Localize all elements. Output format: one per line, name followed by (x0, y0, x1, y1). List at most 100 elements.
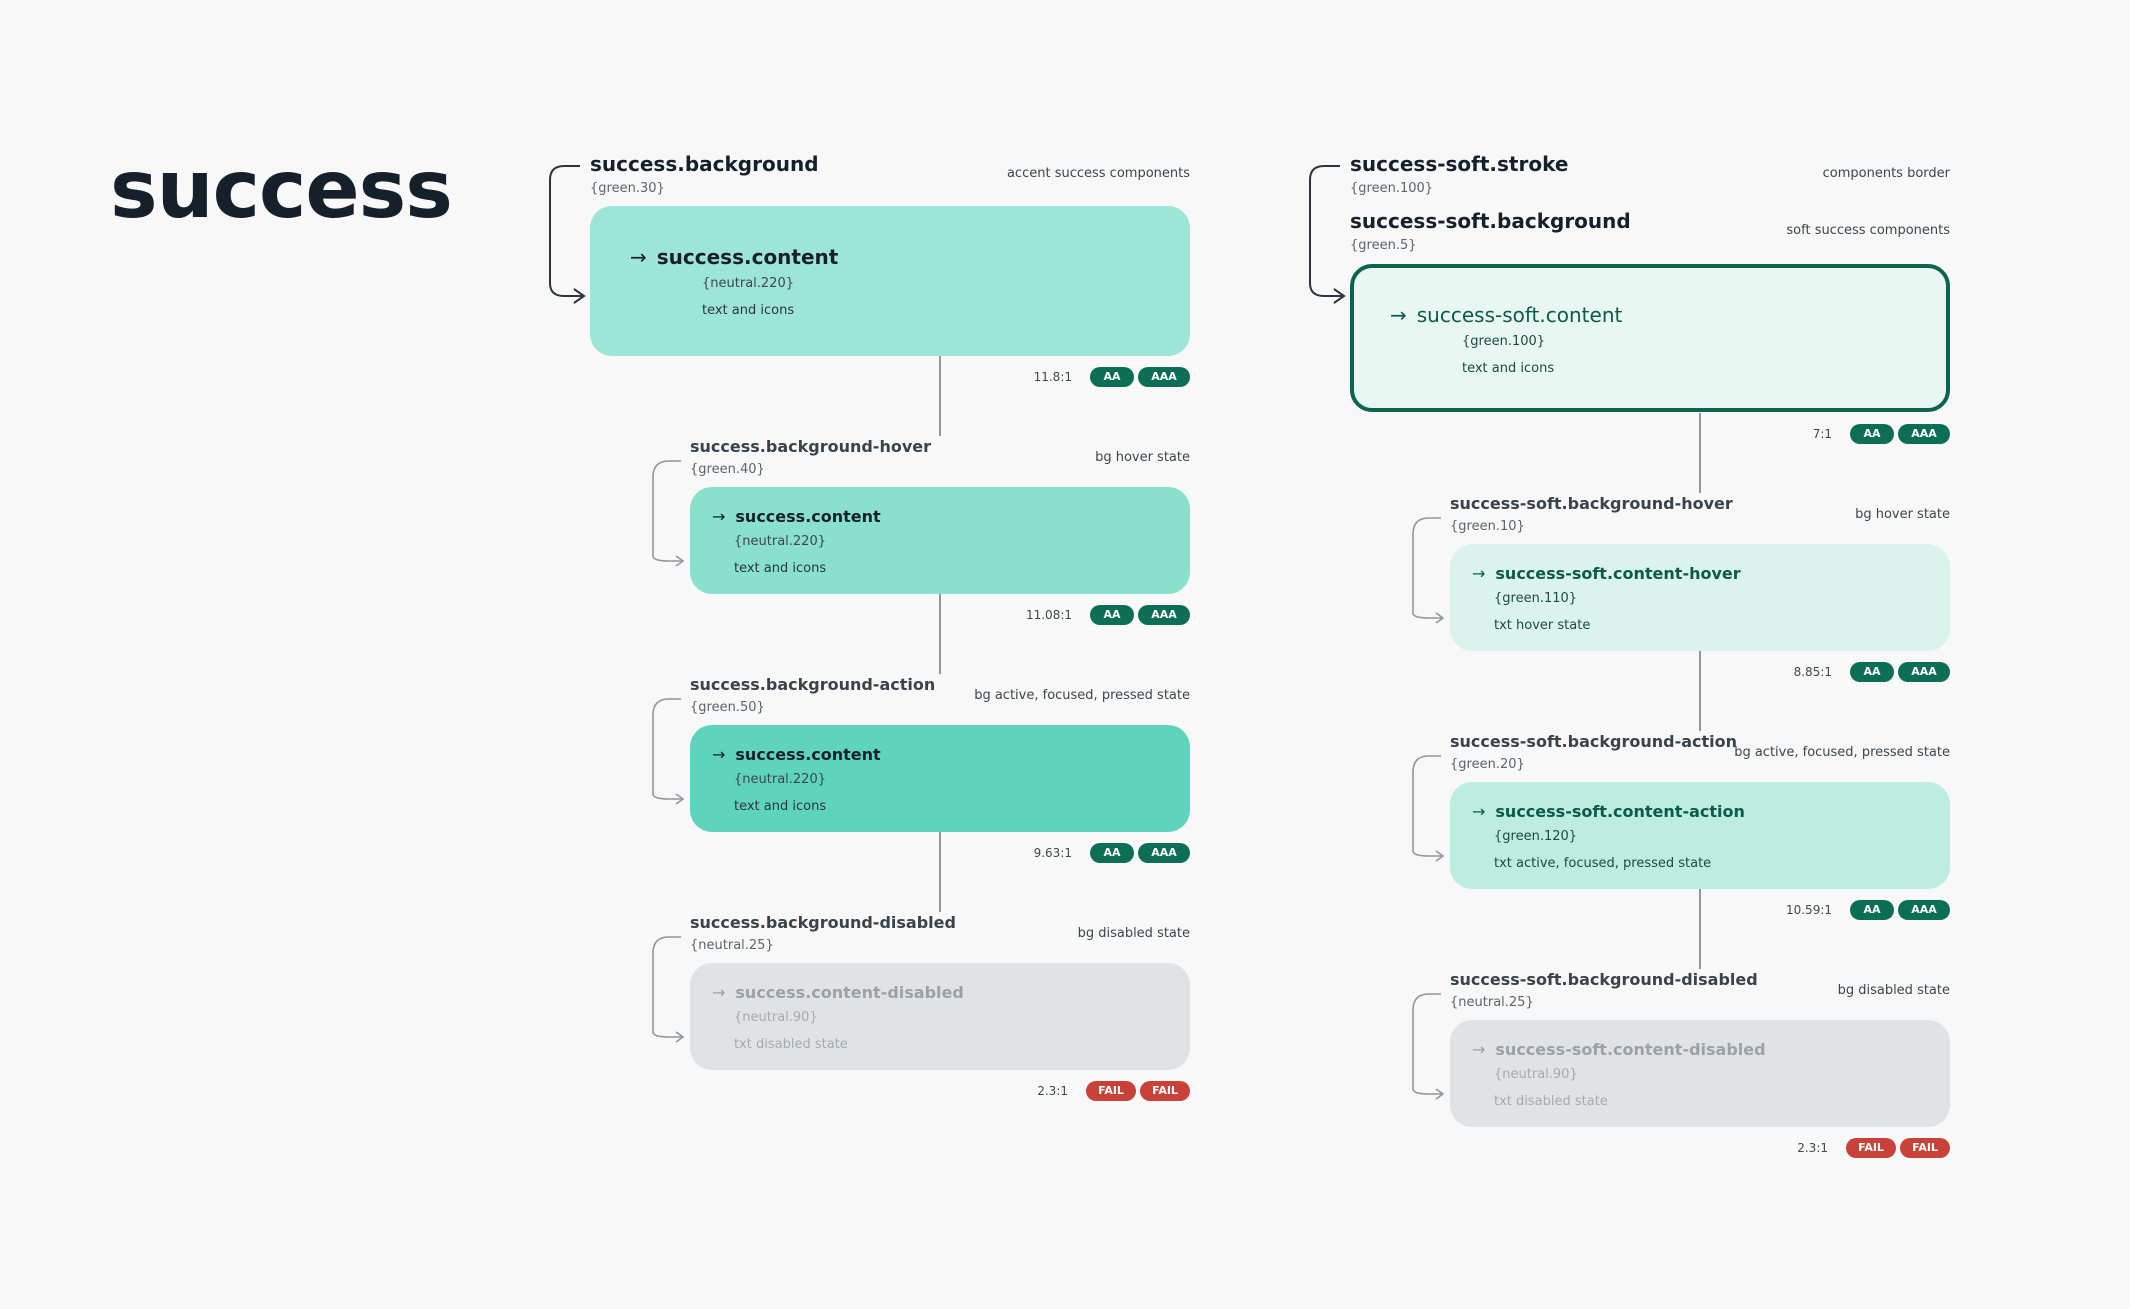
content-block: → success.content {neutral.220} text and… (630, 247, 838, 317)
contrast-ratio: 7:1 (1812, 427, 1832, 441)
fail-badge: FAIL (1846, 1138, 1896, 1158)
content-usage: txt disabled state (734, 1037, 848, 1052)
contrast-row: 11.08:1 AA AAA (1026, 605, 1190, 625)
content-block: → success-soft.content-hover {green.110}… (1472, 564, 1741, 633)
usage-note: bg active, focused, pressed state (1734, 745, 1950, 760)
connector-line (1699, 889, 1701, 969)
aa-badge: AA (1850, 662, 1894, 682)
usage-note: bg disabled state (1077, 926, 1190, 941)
content-token-ref: {green.100} (1462, 334, 1546, 349)
content-usage: text and icons (1462, 361, 1555, 376)
aa-badge: AA (1090, 605, 1134, 625)
contrast-ratio: 9.63:1 (1033, 846, 1072, 860)
content-token-ref: {neutral.90} (1494, 1067, 1578, 1082)
token-name: success.background-hover (690, 437, 931, 456)
token-name: success-soft.stroke (1350, 152, 1569, 176)
token-name: success-soft.background (1350, 209, 1631, 233)
arrow-right-icon: → (712, 745, 726, 764)
aaa-badge: AAA (1898, 424, 1950, 444)
connector-line (1699, 651, 1701, 731)
content-token-name: success-soft.content-action (1495, 802, 1745, 821)
content-token-name: success-soft.content (1416, 303, 1623, 327)
connector-line (1699, 413, 1701, 493)
content-usage: txt active, focused, pressed state (1494, 856, 1712, 871)
token-bracket-arrow (1412, 755, 1445, 862)
success-soft-background-swatch: → success-soft.content {green.100} text … (1350, 264, 1950, 412)
success-soft-background-disabled-swatch: → success-soft.content-disabled {neutral… (1450, 1020, 1950, 1127)
content-token-ref: {neutral.220} (702, 276, 794, 291)
content-token-name: success.content (735, 507, 881, 526)
aaa-badge: AAA (1138, 605, 1190, 625)
content-token-name: success-soft.content-disabled (1495, 1040, 1766, 1059)
token-ref: {green.5} (1350, 238, 1417, 253)
token-ref: {green.10} (1450, 519, 1525, 534)
token-name: success.background-disabled (690, 913, 956, 932)
token-name: success-soft.background-action (1450, 732, 1738, 751)
content-token-ref: {neutral.220} (734, 534, 826, 549)
success-background-hover-swatch: → success.content {neutral.220} text and… (690, 487, 1190, 594)
aa-badge: AA (1090, 367, 1134, 387)
token-ref: {green.50} (690, 700, 765, 715)
content-token-name: success.content (735, 745, 881, 764)
success-background-disabled-swatch: → success.content-disabled {neutral.90} … (690, 963, 1190, 1070)
contrast-ratio: 11.8:1 (1033, 370, 1072, 384)
aaa-badge: AAA (1898, 900, 1950, 920)
token-bracket-arrow (1309, 165, 1346, 304)
contrast-ratio: 8.85:1 (1793, 665, 1832, 679)
content-block: → success-soft.content-action {green.120… (1472, 802, 1745, 871)
contrast-ratio: 11.08:1 (1025, 608, 1072, 622)
aaa-badge: AAA (1138, 843, 1190, 863)
content-usage: text and icons (734, 561, 827, 576)
token-bracket-arrow (652, 698, 685, 805)
page-title: success (110, 143, 453, 236)
arrow-right-icon: → (1472, 1040, 1486, 1059)
token-name: success-soft.background-hover (1450, 494, 1733, 513)
contrast-ratio: 2.3:1 (1037, 1084, 1068, 1098)
token-bracket-arrow (1412, 993, 1445, 1100)
arrow-right-icon: → (630, 245, 647, 269)
success-background-swatch: → success.content {neutral.220} text and… (590, 206, 1190, 356)
contrast-row: 10.59:1 AA AAA (1786, 900, 1950, 920)
token-ref: {green.20} (1450, 757, 1525, 772)
arrow-right-icon: → (1472, 564, 1486, 583)
content-block: → success-soft.content-disabled {neutral… (1472, 1040, 1766, 1109)
content-block: → success.content {neutral.220} text and… (712, 745, 881, 814)
usage-note: soft success components (1786, 223, 1950, 238)
token-name: success.background (590, 152, 819, 176)
connector-line (939, 356, 941, 436)
token-ref: {green.40} (690, 462, 765, 477)
content-usage: txt disabled state (1494, 1094, 1608, 1109)
content-usage: text and icons (734, 799, 827, 814)
aa-badge: AA (1850, 424, 1894, 444)
token-ref: {neutral.25} (1450, 995, 1534, 1010)
fail-badge: FAIL (1900, 1138, 1950, 1158)
contrast-ratio: 10.59:1 (1785, 903, 1832, 917)
token-name: success-soft.background-disabled (1450, 970, 1758, 989)
content-block: → success.content-disabled {neutral.90} … (712, 983, 964, 1052)
token-bracket-arrow (1412, 517, 1445, 624)
content-token-name: success.content (656, 245, 839, 269)
contrast-row: 2.3:1 FAIL FAIL (1037, 1081, 1190, 1101)
content-token-ref: {neutral.220} (734, 772, 826, 787)
success-soft-background-action-swatch: → success-soft.content-action {green.120… (1450, 782, 1950, 889)
token-name: success.background-action (690, 675, 936, 694)
content-token-ref: {neutral.90} (734, 1010, 818, 1025)
contrast-ratio: 2.3:1 (1797, 1141, 1828, 1155)
token-bracket-arrow (549, 165, 586, 304)
content-block: → success.content {neutral.220} text and… (712, 507, 881, 576)
contrast-row: 8.85:1 AA AAA (1794, 662, 1950, 682)
usage-note: components border (1822, 166, 1950, 181)
contrast-row: 7:1 AA AAA (1813, 424, 1950, 444)
usage-note: bg hover state (1095, 450, 1190, 465)
contrast-row: 9.63:1 AA AAA (1034, 843, 1190, 863)
content-usage: text and icons (702, 303, 795, 318)
aaa-badge: AAA (1138, 367, 1190, 387)
aa-badge: AA (1850, 900, 1894, 920)
arrow-right-icon: → (712, 983, 726, 1002)
success-soft-background-hover-swatch: → success-soft.content-hover {green.110}… (1450, 544, 1950, 651)
usage-note: bg hover state (1855, 507, 1950, 522)
token-bracket-arrow (652, 460, 685, 567)
content-token-ref: {green.120} (1494, 829, 1578, 844)
content-token-name: success.content-disabled (735, 983, 964, 1002)
arrow-right-icon: → (712, 507, 726, 526)
